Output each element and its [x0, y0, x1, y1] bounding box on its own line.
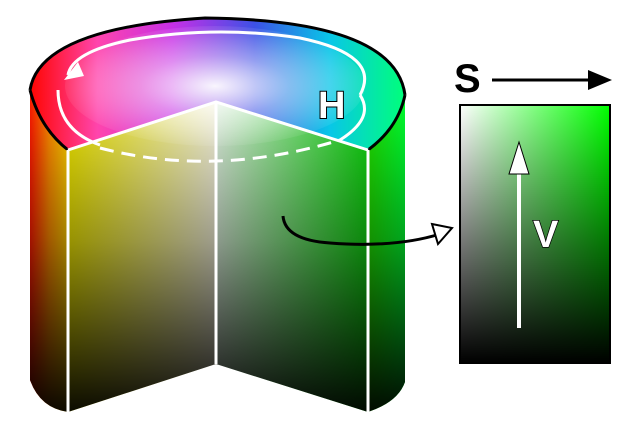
hue-ring-arrow: [66, 30, 367, 96]
cut-edges: [66, 100, 370, 412]
curved-arrow-icon: [281, 215, 441, 246]
circular-arrow-icon: [64, 62, 84, 80]
value-label: V: [533, 214, 559, 256]
hsv-cylinder: [28, 16, 407, 412]
cylinder-top-outline: [28, 16, 407, 96]
hue-label: H: [318, 85, 345, 127]
saturation-value-panel: [459, 104, 611, 364]
saturation-label: S: [454, 57, 481, 101]
